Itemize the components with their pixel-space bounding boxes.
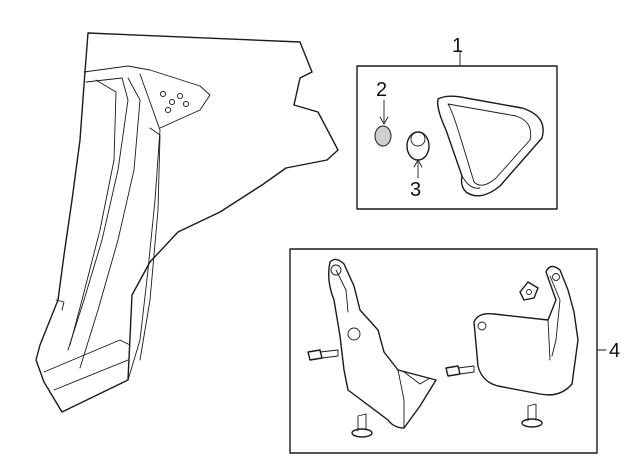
left-push-pin	[351, 413, 373, 438]
right-screw	[445, 365, 475, 377]
right-nut-clip	[519, 281, 539, 301]
callout-4: 4	[609, 340, 620, 362]
applique-group-box	[356, 65, 558, 210]
left-screw	[307, 349, 339, 361]
right-push-pin	[521, 403, 543, 428]
left-mud-flap	[327, 258, 437, 429]
mud-flap-group-box	[289, 248, 598, 454]
right-mud-flap	[473, 265, 579, 396]
callout-3: 3	[410, 179, 421, 201]
plug-part-3	[406, 131, 430, 161]
applique-part	[436, 95, 544, 197]
callout-2: 2	[376, 79, 387, 101]
quarter-panel	[35, 32, 339, 413]
seal-part-2	[374, 125, 392, 147]
callout-1: 1	[452, 35, 463, 57]
